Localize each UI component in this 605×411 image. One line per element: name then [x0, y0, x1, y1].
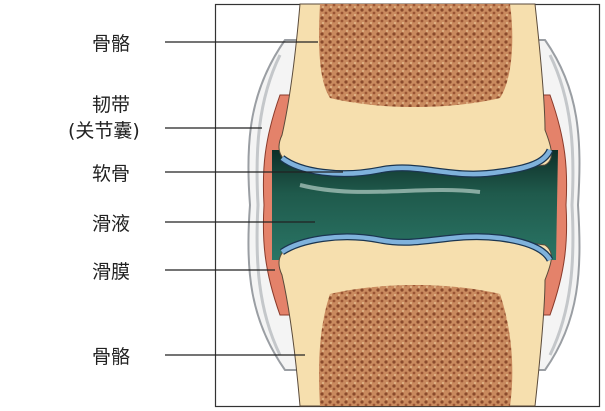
label-joint-capsule: (关节囊)	[68, 120, 140, 142]
leader-lines	[165, 41, 343, 356]
marrow-top	[319, 4, 513, 107]
label-bone-bottom: 骨骼	[92, 346, 131, 368]
label-synovial-membrane: 滑膜	[92, 261, 131, 283]
label-bone-top: 骨骼	[92, 33, 131, 55]
marrow-bottom	[319, 285, 513, 406]
label-cartilage: 软骨	[92, 163, 131, 185]
label-synovial-fluid: 滑液	[92, 213, 131, 235]
label-ligament: 韧带	[92, 94, 131, 116]
synovial-fluid	[272, 150, 558, 260]
